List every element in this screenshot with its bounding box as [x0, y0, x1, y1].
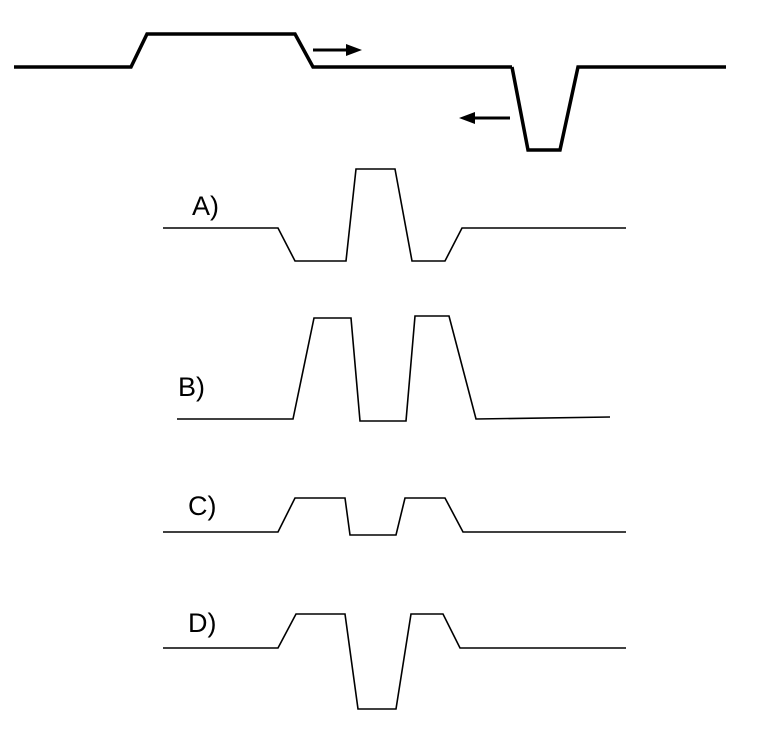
option-b-label: B) [178, 372, 205, 402]
initial-string [14, 32, 726, 152]
right-arrow-icon [313, 44, 362, 56]
initial-string-right-section [510, 65, 726, 152]
option-d-waveform [163, 613, 626, 710]
option-a-waveform [163, 168, 626, 262]
option-b-waveform [177, 315, 611, 422]
initial-string-left-section [14, 32, 512, 69]
option-c-label: C) [188, 491, 217, 521]
option-a-label: A) [192, 191, 219, 221]
option-c-waveform [163, 497, 626, 536]
option-d-label: D) [188, 608, 217, 638]
left-arrow-icon [459, 112, 510, 124]
